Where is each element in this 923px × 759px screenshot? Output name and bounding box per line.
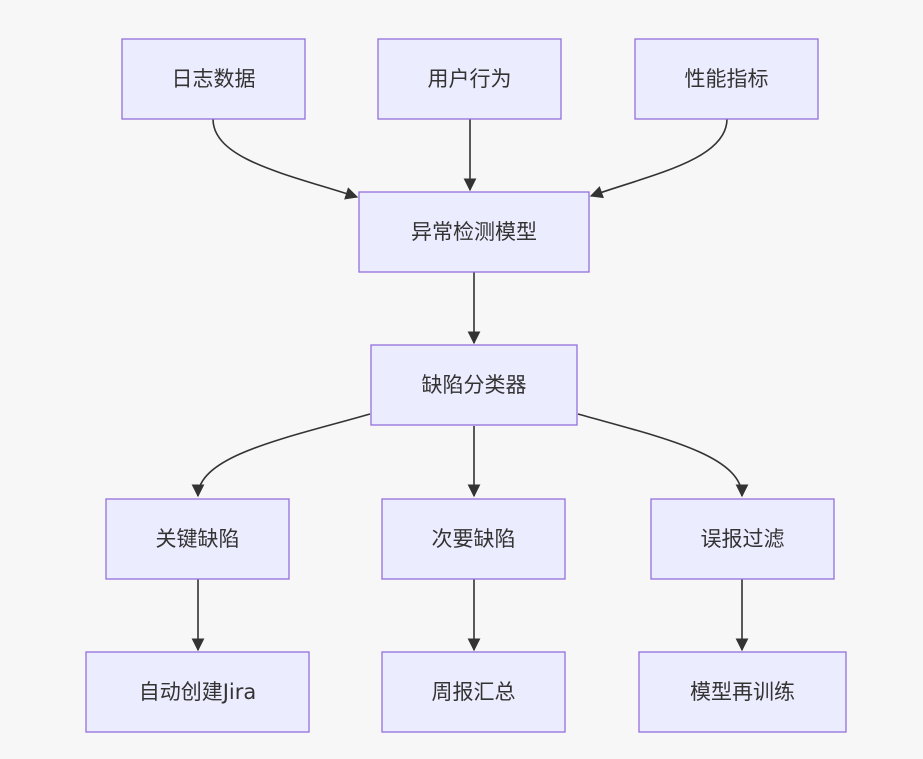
node-false-alarm-filter-label: 误报过滤	[701, 527, 785, 551]
node-perf-metrics-box	[634, 38, 819, 120]
node-model-retrain-box	[638, 651, 847, 733]
edges	[191, 118, 749, 652]
edge-defect-classifier-to-false-alarm-filter	[577, 413, 749, 498]
node-anomaly-model-label: 异常检测模型	[411, 220, 537, 244]
node-auto-create-jira[interactable]: 自动创建Jira	[85, 651, 310, 733]
node-critical-defect-box	[105, 498, 290, 580]
node-defect-classifier-box	[370, 344, 578, 426]
node-critical-defect[interactable]: 关键缺陷	[105, 498, 290, 580]
node-weekly-summary[interactable]: 周报汇总	[381, 651, 566, 733]
node-log-data-box	[121, 38, 306, 120]
node-false-alarm-filter-box	[650, 498, 835, 580]
node-anomaly-model[interactable]: 异常检测模型	[358, 191, 590, 273]
node-auto-create-jira-box	[85, 651, 310, 733]
edge-log-data-to-anomaly-model	[212, 118, 359, 200]
node-anomaly-model-box	[358, 191, 590, 273]
node-weekly-summary-box	[381, 651, 566, 733]
node-weekly-summary-label: 周报汇总	[432, 680, 516, 704]
node-minor-defect-box	[381, 498, 566, 580]
node-minor-defect[interactable]: 次要缺陷	[381, 498, 566, 580]
edge-defect-classifier-to-critical-defect	[191, 413, 371, 498]
node-minor-defect-label: 次要缺陷	[432, 527, 516, 551]
node-model-retrain-label: 模型再训练	[690, 680, 795, 704]
node-perf-metrics[interactable]: 性能指标	[634, 38, 819, 120]
node-log-data[interactable]: 日志数据	[121, 38, 306, 120]
node-false-alarm-filter[interactable]: 误报过滤	[650, 498, 835, 580]
node-defect-classifier-label: 缺陷分类器	[422, 373, 527, 397]
node-log-data-label: 日志数据	[172, 67, 256, 91]
node-auto-create-jira-label: 自动创建Jira	[139, 680, 257, 704]
node-perf-metrics-label: 性能指标	[685, 67, 769, 91]
node-user-behavior-box	[377, 38, 562, 120]
node-model-retrain[interactable]: 模型再训练	[638, 651, 847, 733]
node-user-behavior[interactable]: 用户行为	[377, 38, 562, 120]
node-defect-classifier[interactable]: 缺陷分类器	[370, 344, 578, 426]
node-user-behavior-label: 用户行为	[428, 67, 512, 91]
node-critical-defect-label: 关键缺陷	[156, 527, 240, 551]
edge-perf-metrics-to-anomaly-model	[589, 118, 728, 199]
